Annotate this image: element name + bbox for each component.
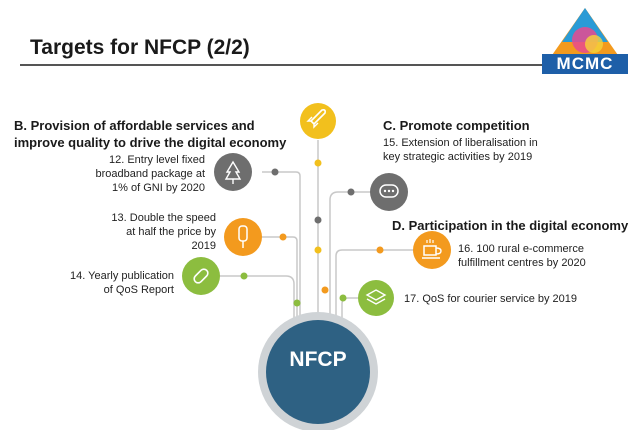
connector-16	[335, 249, 414, 320]
connector-15	[329, 191, 371, 318]
title-divider	[20, 64, 542, 66]
item-12-text: 12. Entry level fixed broadband package …	[95, 154, 205, 194]
dot-rocket-lower	[314, 246, 322, 254]
section-b-heading-line1: B. Provision of affordable services and	[14, 118, 255, 133]
section-b-heading-line2: improve quality to drive the digital eco…	[14, 135, 287, 150]
dot-rocket	[314, 159, 322, 167]
layers-icon	[358, 280, 394, 316]
item-15-text: 15. Extension of liberalisation in key s…	[383, 137, 538, 163]
dot-16	[376, 246, 384, 254]
mcmc-logo	[550, 8, 620, 58]
dot-15	[347, 188, 355, 196]
connector-13	[262, 236, 298, 320]
section-d-heading: D. Participation in the digital economy	[392, 218, 629, 233]
item-16-text: 16. 100 rural e-commerce fulfillment cen…	[458, 243, 586, 269]
item-13-text: 13. Double the speed at half the price b…	[111, 212, 216, 252]
link-icon	[182, 257, 220, 295]
connector-12	[262, 171, 301, 320]
logo-text: MCMC	[542, 54, 628, 74]
dot-13-lower	[293, 299, 301, 307]
dot-13	[279, 233, 287, 241]
coffee-icon	[413, 231, 451, 269]
dot-14	[240, 272, 248, 280]
tree-icon	[214, 153, 252, 191]
item-14-text: 14. Yearly publication of QoS Report	[70, 270, 174, 296]
section-b-heading: B. Provision of affordable services and …	[14, 117, 286, 151]
hub-circle	[266, 320, 370, 424]
dot-17	[339, 294, 347, 302]
connector-14	[220, 275, 295, 322]
rocket-icon	[300, 103, 336, 139]
dot-12	[271, 168, 279, 176]
dot-16-lower	[321, 286, 329, 294]
item-17-text: 17. QoS for courier service by 2019	[404, 293, 578, 305]
section-c-heading: C. Promote competition	[383, 118, 530, 133]
hub-label: NFCP	[289, 348, 347, 371]
popsicle-icon	[224, 218, 262, 256]
dot-12-lower	[314, 216, 322, 224]
chat-icon	[370, 173, 408, 211]
page-title: Targets for NFCP (2/2)	[30, 36, 250, 59]
